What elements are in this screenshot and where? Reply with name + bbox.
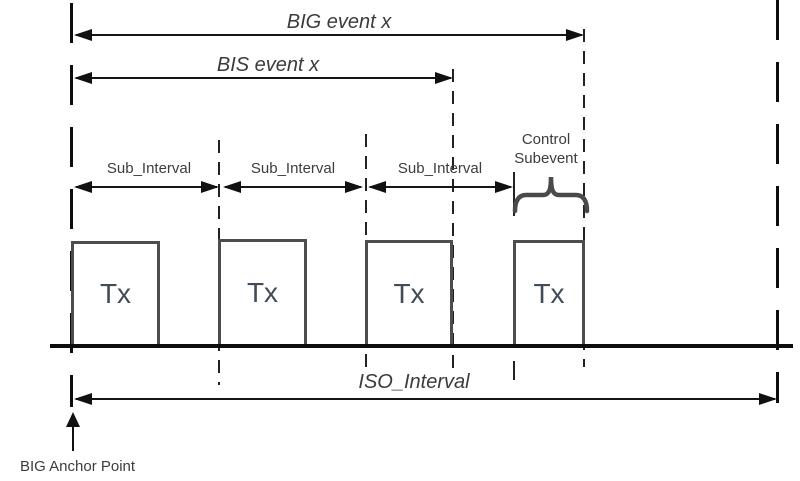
tx-label: Tx <box>246 277 279 308</box>
arrowhead-left-icon <box>74 181 92 193</box>
arrowhead-right-icon <box>435 72 453 84</box>
bis-event-arrow-shaft <box>76 77 451 79</box>
control-subevent-brace-icon <box>512 176 590 214</box>
tx-box-1: Tx <box>71 241 160 347</box>
bis-event-label: BIS event x <box>216 54 320 76</box>
tx-label: Tx <box>99 278 132 309</box>
arrowhead-right-icon <box>566 29 584 41</box>
up-arrowhead-icon <box>66 412 80 427</box>
arrowhead-right-icon <box>201 181 219 193</box>
right-boundary-line <box>776 0 779 403</box>
iso-interval-arrow-shaft <box>76 398 775 400</box>
arrowhead-left-icon <box>223 181 241 193</box>
control-subevent-start-tick <box>513 172 515 216</box>
big-event-arrow <box>74 29 584 41</box>
control-subevent-label: Control Subevent <box>496 130 596 168</box>
iso-interval-label: ISO_Interval <box>358 371 470 393</box>
sub-interval-arrow-1 <box>74 181 219 193</box>
sub-interval-arrow-shaft <box>225 186 361 188</box>
control-subevent-bottom-tick <box>513 361 515 380</box>
tx-label: Tx <box>393 277 425 309</box>
sub-interval-arrow-shaft <box>370 186 511 188</box>
arrowhead-right-icon <box>759 393 777 405</box>
sub-interval-label-1: Sub_Interval <box>106 160 192 177</box>
sub-interval-label-2: Sub_Interval <box>250 160 336 177</box>
big-anchor-arrow-shaft <box>72 424 74 451</box>
bis-event-end-line <box>452 69 454 368</box>
big-anchor-boundary-line <box>70 3 73 407</box>
tx-box-3: Tx <box>365 240 453 347</box>
tx-label: Tx <box>533 277 565 309</box>
sub-interval-arrow-shaft <box>76 186 217 188</box>
sub-interval-arrow-3 <box>368 181 513 193</box>
control-subevent-label-line1: Control <box>521 131 571 148</box>
arrowhead-right-icon <box>345 181 363 193</box>
arrowhead-left-icon <box>74 393 92 405</box>
big-event-arrow-shaft <box>76 34 582 36</box>
arrowhead-left-icon <box>74 72 92 84</box>
tx-box-2: Tx <box>218 239 307 347</box>
timeline-baseline <box>50 344 793 348</box>
big-event-label: BIG event x <box>286 11 392 33</box>
arrowhead-right-icon <box>495 181 513 193</box>
arrowhead-left-icon <box>74 29 92 41</box>
bis-event-arrow <box>74 72 453 84</box>
big-anchor-point-label: BIG Anchor Point <box>20 458 136 475</box>
iso-interval-arrow <box>74 393 777 405</box>
arrowhead-left-icon <box>368 181 386 193</box>
sub-interval-arrow-2 <box>223 181 363 193</box>
control-subevent-label-line2: Subevent <box>514 150 578 167</box>
tx-box-4-control-subevent: Tx <box>513 240 585 347</box>
sub-interval-label-3: Sub_Interval <box>397 160 483 177</box>
